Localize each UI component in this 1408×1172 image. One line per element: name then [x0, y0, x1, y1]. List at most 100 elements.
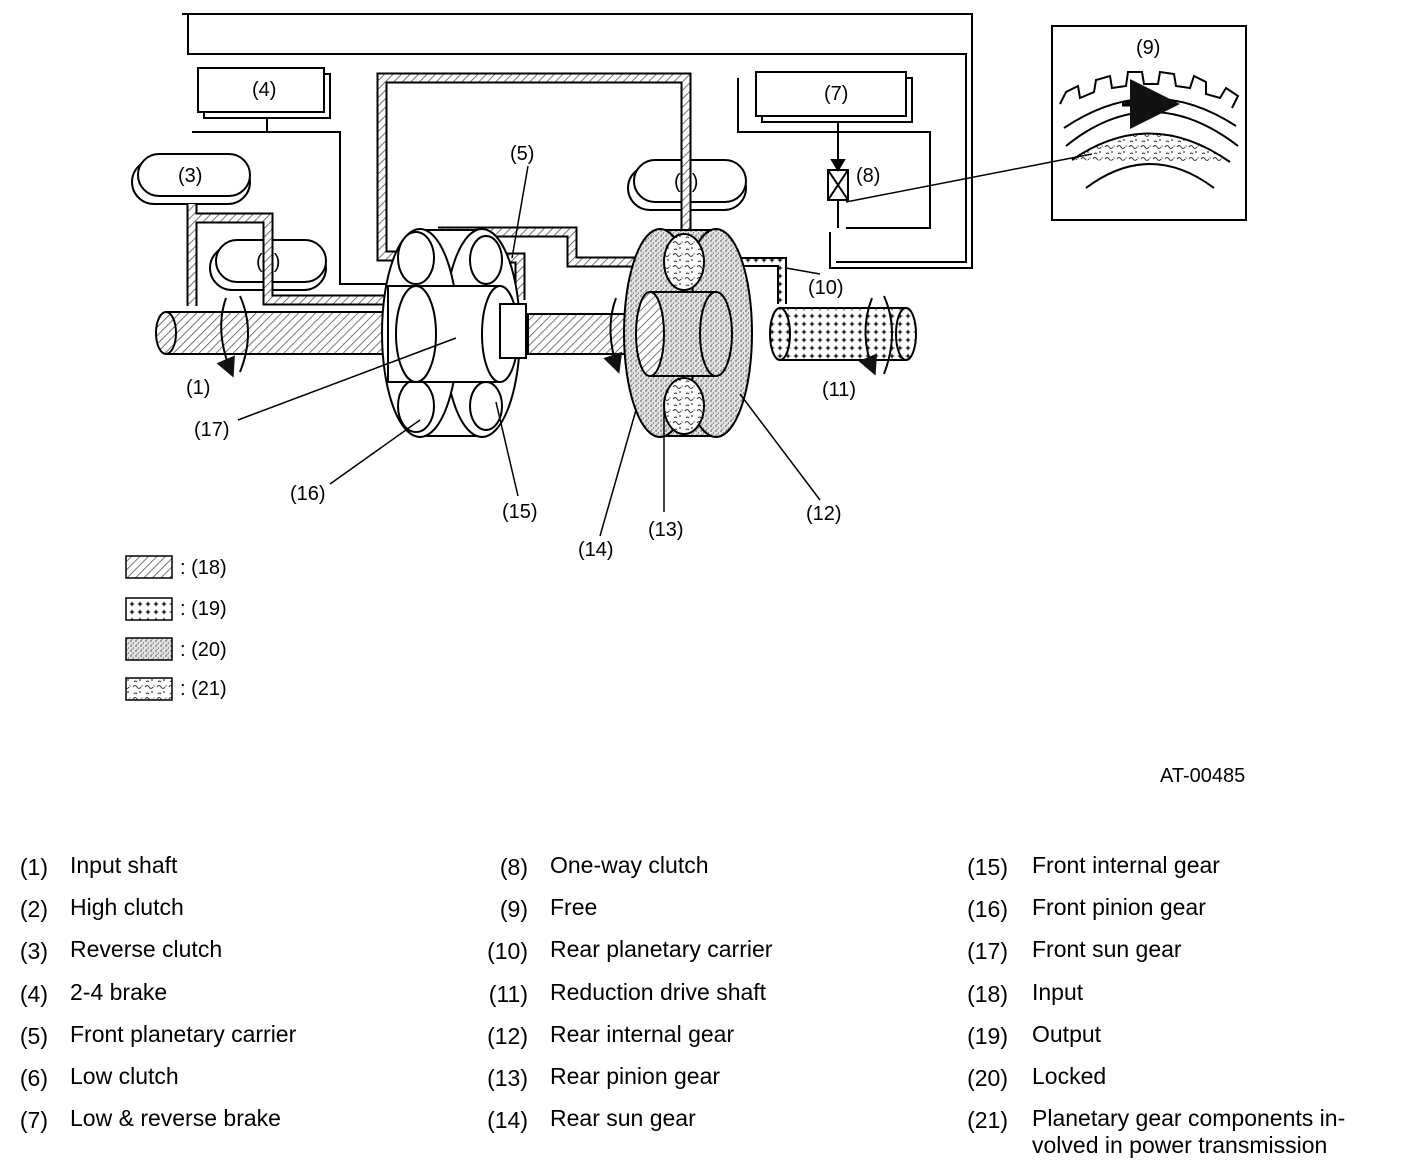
callout-13: (13)	[648, 519, 684, 541]
legend-item: (18) Input	[950, 979, 1408, 1009]
callout-16: (16)	[290, 483, 326, 505]
legend-number: (1)	[19, 854, 48, 880]
intermediate-shaft	[527, 295, 637, 374]
legend-description: One-way clutch	[550, 852, 709, 878]
legend-item: (8) One-way clutch	[470, 852, 930, 882]
legend-item: (13) Rear pinion gear	[470, 1063, 930, 1093]
legend-number: (20)	[967, 1065, 1008, 1091]
legend-item: (7) Low & reverse brake	[0, 1105, 460, 1135]
front-planetary-set	[381, 228, 527, 438]
legend-description: Rear planetary carrier	[550, 936, 773, 963]
key-swatch-input	[125, 555, 173, 579]
reverse-clutch-pill: (3)	[131, 153, 251, 205]
key-label-19: : (19)	[180, 598, 227, 620]
legend-number: (16)	[967, 896, 1008, 923]
input-shaft	[155, 295, 391, 378]
callout-3: (3)	[178, 165, 202, 187]
legend-item: (20) Locked	[950, 1063, 1408, 1093]
key-swatch-output	[125, 597, 173, 621]
pattern-key: : (18) : (19) : (20) : (21)	[125, 555, 227, 701]
legend-number: (8)	[499, 854, 528, 880]
callout-12: (12)	[806, 503, 842, 525]
brake-2-4-box: (4)	[197, 67, 331, 119]
low-reverse-brake-box: (7)	[755, 71, 913, 123]
legend-number: (9)	[499, 896, 528, 923]
housing-lines	[182, 13, 973, 285]
legend-description: Locked	[1032, 1063, 1107, 1089]
legend-description: Input	[1032, 978, 1084, 1005]
legend-description: Planetary gear components in- volved in …	[1032, 1105, 1346, 1159]
legend-description: Reverse clutch	[70, 936, 223, 963]
callout-8: (8)	[856, 165, 880, 187]
legend-number: (6)	[19, 1065, 48, 1091]
legend-item: (12) Rear internal gear	[470, 1021, 930, 1051]
legend-number: (7)	[19, 1107, 48, 1134]
legend-item: (14) Rear sun gear	[470, 1105, 930, 1135]
callout-11: (11)	[822, 379, 856, 401]
legend-description: Input shaft	[70, 852, 178, 878]
legend-description: Free	[550, 894, 598, 921]
legend-item: (6) Low clutch	[0, 1063, 460, 1093]
callout-15: (15)	[502, 501, 538, 523]
key-swatch-locked	[125, 637, 173, 661]
rear-planetary-set	[623, 228, 753, 438]
legend-description: Front sun gear	[1032, 936, 1182, 963]
legend-description: Front pinion gear	[1032, 894, 1206, 921]
callout-9: (9)	[1136, 37, 1160, 59]
legend-number: (11)	[488, 980, 528, 1007]
callout-7: (7)	[824, 83, 848, 105]
legend-number: (10)	[487, 938, 528, 965]
legend-number: (5)	[19, 1022, 48, 1049]
legend-number: (19)	[967, 1022, 1008, 1049]
legend-item: (1) Input shaft	[0, 852, 460, 882]
legend-item: (15) Front internal gear	[950, 852, 1408, 882]
callout-4: (4)	[252, 79, 276, 101]
legend-item: (3) Reverse clutch	[0, 936, 460, 966]
legend-number: (3)	[19, 938, 48, 965]
legend-number: (4)	[19, 980, 48, 1007]
key-label-18: : (18)	[180, 557, 227, 579]
legend-number: (21)	[967, 1107, 1008, 1134]
figure-code: AT-00485	[1160, 765, 1245, 787]
legend-number: (18)	[967, 980, 1008, 1007]
legend-description: 2-4 brake	[70, 978, 168, 1005]
legend-description: Low & reverse brake	[70, 1105, 281, 1132]
legend-description: Output	[1032, 1020, 1102, 1047]
legend-item: (16) Front pinion gear	[950, 894, 1408, 924]
legend-description: High clutch	[70, 894, 184, 921]
legend-number: (17)	[967, 938, 1008, 965]
one-way-clutch-symbol: (8)	[827, 122, 880, 228]
legend-description: Rear pinion gear	[550, 1063, 721, 1089]
legend-item: (4) 2-4 brake	[0, 979, 460, 1009]
legend-number: (15)	[967, 854, 1008, 880]
key-swatch-planetary	[125, 677, 173, 701]
legend-item: (19) Output	[950, 1021, 1408, 1051]
legend-item: (11) Reduction drive shaft	[470, 979, 930, 1009]
legend-item: (10) Rear planetary carrier	[470, 936, 930, 966]
legend-table: (1) Input shaft (2) High clutch (3) Reverse c…	[0, 848, 1408, 1168]
legend-description: Front planetary carrier	[70, 1020, 297, 1047]
legend-description: Front internal gear	[1032, 852, 1220, 878]
legend-item: (21) Planetary gear components in- volved…	[950, 1105, 1408, 1158]
key-label-20: : (20)	[180, 639, 227, 661]
legend-description: Rear sun gear	[550, 1105, 696, 1132]
legend-number: (2)	[19, 896, 48, 923]
leader-8-9	[845, 153, 1093, 203]
legend-description: Low clutch	[70, 1063, 179, 1089]
reduction-drive-shaft	[769, 295, 917, 376]
legend-description: Rear internal gear	[550, 1020, 735, 1047]
legend-item: (2) High clutch	[0, 894, 460, 924]
key-label-21: : (21)	[180, 678, 227, 700]
legend-number: (14)	[487, 1107, 528, 1134]
legend-item: (17) Front sun gear	[950, 936, 1408, 966]
legend-number: (12)	[487, 1022, 528, 1049]
callout-17: (17)	[194, 419, 230, 441]
legend-number: (13)	[487, 1065, 528, 1091]
callout-14: (14)	[578, 539, 614, 561]
callout-1: (1)	[186, 377, 210, 399]
callout-leaders	[237, 165, 821, 537]
legend-item: (5) Front planetary carrier	[0, 1021, 460, 1051]
free-detail-inset: (9)	[1051, 25, 1247, 221]
legend-description: Reduction drive shaft	[550, 978, 767, 1005]
power-flow-diagram: (4) (7) (8) (9) (3) (2)	[125, 13, 1247, 787]
